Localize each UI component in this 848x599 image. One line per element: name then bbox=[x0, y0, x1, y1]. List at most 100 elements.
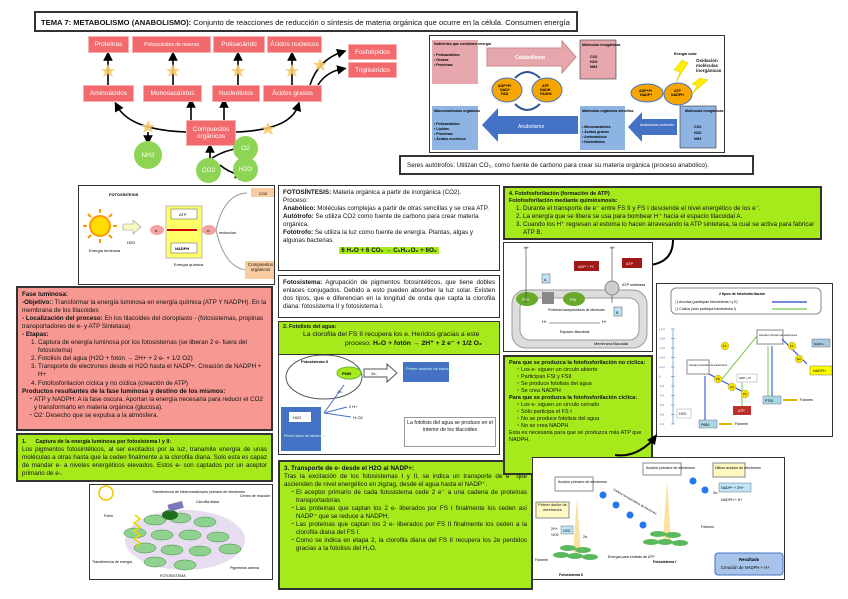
list-item: El aceptor primario de cada fotosistema … bbox=[296, 489, 527, 505]
box-acidos-grasos: Ácidos grasos bbox=[263, 85, 322, 102]
electron-carrier-icons bbox=[599, 477, 709, 529]
svg-text:NADP+: NADP+ bbox=[814, 342, 824, 346]
svg-text:P680: P680 bbox=[701, 423, 709, 427]
donor-label: Primer dador de electrones bbox=[538, 503, 567, 512]
svg-text:e-: e- bbox=[155, 228, 159, 233]
svg-text:H+: H+ bbox=[524, 246, 530, 250]
svg-text:• Nucleótidos: • Nucleótidos bbox=[582, 140, 605, 144]
svg-text:½O2: ½O2 bbox=[551, 533, 559, 537]
svg-text:• Polisacáridos: • Polisacáridos bbox=[434, 53, 460, 57]
box-polisacaridos-reserva: Polisacáridos de reserva bbox=[132, 36, 211, 53]
svg-text:2 H+: 2 H+ bbox=[349, 404, 358, 409]
fotosistema-definition: Fotosistema: Agrupación de pigmentos fot… bbox=[278, 275, 500, 318]
svg-text:ATP sintetasa: ATP sintetasa bbox=[622, 283, 646, 287]
svg-text:Pigmentos antena: Pigmentos antena bbox=[230, 566, 259, 570]
svg-text:Cadena transportadora de elect: Cadena transportadora de electrones bbox=[613, 487, 658, 516]
svg-text:NADPH + H+: NADPH + H+ bbox=[721, 498, 742, 502]
svg-text:reducción: reducción bbox=[219, 230, 236, 235]
svg-text:ATP: ATP bbox=[626, 262, 634, 266]
svg-text:FOTOSÍNTESIS: FOTOSÍNTESIS bbox=[109, 192, 139, 197]
list-item: Participan FSI y FSII bbox=[521, 374, 647, 381]
svg-text:NADPH: NADPH bbox=[671, 93, 684, 97]
svg-text:B: B bbox=[616, 311, 619, 315]
svg-text:ADP+Pi: ADP+Pi bbox=[498, 84, 511, 88]
page-title: TEMA 7: METABOLISMO (ANABOLISMO): Conjun… bbox=[34, 11, 578, 32]
arrow-connector bbox=[615, 434, 657, 457]
svg-text:H2O: H2O bbox=[679, 412, 687, 416]
svg-text:FOTOSISTEMA: FOTOSISTEMA bbox=[160, 574, 186, 578]
svg-text:• Monosacáridos: • Monosacáridos bbox=[582, 125, 611, 129]
svg-text:ADP+Pi: ADP+Pi bbox=[639, 89, 652, 93]
box-compuestos-organicos: Compuestos orgánicos bbox=[186, 120, 236, 146]
svg-text:ADP + Pi: ADP + Pi bbox=[739, 376, 752, 380]
photosynthesis-figure: FOTOSÍNTESIS Energía luminosa H2O ATP NA… bbox=[78, 185, 275, 285]
z-scheme-figure: 2 tipos de fotofosforilación ❑ Acíclica … bbox=[656, 283, 833, 437]
captura-panel: 1. Captura de la energía luminosa por fo… bbox=[16, 433, 273, 482]
box-polisacarido: Polisacárido bbox=[213, 36, 265, 53]
svg-text:CO2: CO2 bbox=[259, 191, 268, 196]
svg-text:• Proteínas: • Proteínas bbox=[434, 132, 453, 136]
svg-text:Membrana tilacoidal: Membrana tilacoidal bbox=[594, 342, 628, 346]
svg-text:CO2: CO2 bbox=[590, 55, 597, 59]
svg-text:Fotones: Fotones bbox=[800, 398, 813, 402]
svg-text:H2O: H2O bbox=[127, 240, 135, 245]
svg-text:❑ Cíclica (sólo participa foto: ❑ Cíclica (sólo participa fotosistema I) bbox=[675, 307, 736, 311]
axis-tick-label: -0,2 bbox=[659, 384, 665, 388]
svg-text:Fd: Fd bbox=[723, 344, 727, 348]
box-aminoacidos: Aminoácidos bbox=[83, 85, 134, 102]
fotolisis-panel: 2. Fotolisis del agua: La clorofila del … bbox=[278, 321, 500, 455]
list-item: Las proteínas que captan los 2 e- libera… bbox=[296, 521, 527, 537]
svg-text:Energía química: Energía química bbox=[174, 262, 204, 267]
svg-text:• Lípidos: • Lípidos bbox=[434, 127, 449, 131]
svg-text:e-: e- bbox=[207, 228, 211, 233]
sun-icon bbox=[83, 209, 117, 243]
svg-text:Moléculas inorgánicas: Moléculas inorgánicas bbox=[582, 43, 621, 47]
svg-text:2H+: 2H+ bbox=[551, 527, 558, 531]
atp-synthase-figure: PSII PSI A H+ H+ ADP + Pi ATP ATP sintet… bbox=[503, 242, 653, 352]
svg-text:FADH2: FADH2 bbox=[540, 92, 552, 96]
box-monosacaridos: Monosacáridos bbox=[143, 85, 202, 102]
svg-text:Primer dador de electrones: Primer dador de electrones bbox=[284, 434, 326, 438]
svg-text:Nutrientes que contienen energ: Nutrientes que contienen energía bbox=[434, 42, 492, 46]
svg-text:½ O2: ½ O2 bbox=[353, 415, 364, 420]
svg-text:NADPH: NADPH bbox=[813, 369, 826, 373]
svg-text:Anabolismo: Anabolismo bbox=[518, 124, 544, 130]
compounds-label: Compuestos orgánicos bbox=[247, 262, 274, 273]
lightning-icon bbox=[673, 59, 689, 83]
svg-text:H2O: H2O bbox=[694, 131, 702, 135]
oxidation-label: Oxidación moléculas inorgánicas bbox=[696, 58, 722, 74]
list-item: Sólo participa el FS I bbox=[521, 409, 647, 416]
box-trigliceridos: Triglicéridos bbox=[348, 62, 397, 78]
svg-text:Fotones: Fotones bbox=[701, 525, 714, 529]
svg-text:P680: P680 bbox=[342, 371, 352, 376]
svg-text:2e-: 2e- bbox=[583, 535, 589, 539]
svg-text:Último aceptor de electrones: Último aceptor de electrones bbox=[715, 465, 761, 470]
fotolisis-note: La fotolisis del agua se produce en el i… bbox=[404, 417, 496, 447]
molecule-o2: O2 bbox=[233, 136, 258, 161]
list-item: Se crea NADPH bbox=[521, 388, 647, 395]
svg-text:Aceptor primario de electrones: Aceptor primario de electrones bbox=[759, 333, 798, 337]
svg-text:Catabolismo: Catabolismo bbox=[515, 55, 545, 61]
svg-text:NADP+ + 2H+: NADP+ + 2H+ bbox=[721, 486, 744, 490]
svg-text:Fotosistema II: Fotosistema II bbox=[559, 573, 583, 577]
fotolisis-figure: Fotosistema II P680 2e- Primer aceptor d… bbox=[281, 354, 496, 451]
svg-text:NADP+: NADP+ bbox=[640, 93, 652, 97]
svg-text:Moléculas orgánicas sencillas: Moléculas orgánicas sencillas bbox=[582, 109, 634, 113]
metabolism-diagram: Nutrientes que contienen energía • Polis… bbox=[429, 35, 725, 153]
list-item: Transporte de electrones desde el H2O ha… bbox=[38, 363, 267, 379]
axis-tick-label: +0,2 bbox=[659, 365, 665, 369]
svg-text:Aceptor primario de electrones: Aceptor primario de electrones bbox=[558, 480, 607, 484]
svg-text:Proteínas transportadoras de e: Proteínas transportadoras de electrones bbox=[548, 308, 605, 312]
svg-text:Energía luminosa: Energía luminosa bbox=[89, 248, 121, 253]
autotrofos-note: Seres autótrofos: Utilizan CO₂, como fue… bbox=[399, 155, 754, 175]
star-icons bbox=[101, 58, 327, 135]
svg-text:Fd: Fd bbox=[790, 344, 794, 348]
svg-text:Energía para síntesis de ATP: Energía para síntesis de ATP bbox=[608, 555, 655, 559]
svg-text:Aceptor primario de electrones: Aceptor primario de electrones bbox=[196, 490, 245, 494]
list-item: Cuando los H⁺ regresan al estoma lo hace… bbox=[523, 221, 816, 237]
svg-text:PC: PC bbox=[743, 392, 747, 396]
sun-icon bbox=[98, 485, 114, 501]
svg-text:PQ: PQ bbox=[716, 377, 721, 381]
list-item: O2: Desecho que se expulsa a la atmósfer… bbox=[34, 412, 267, 420]
svg-text:• Aminoácidos: • Aminoácidos bbox=[582, 135, 607, 139]
